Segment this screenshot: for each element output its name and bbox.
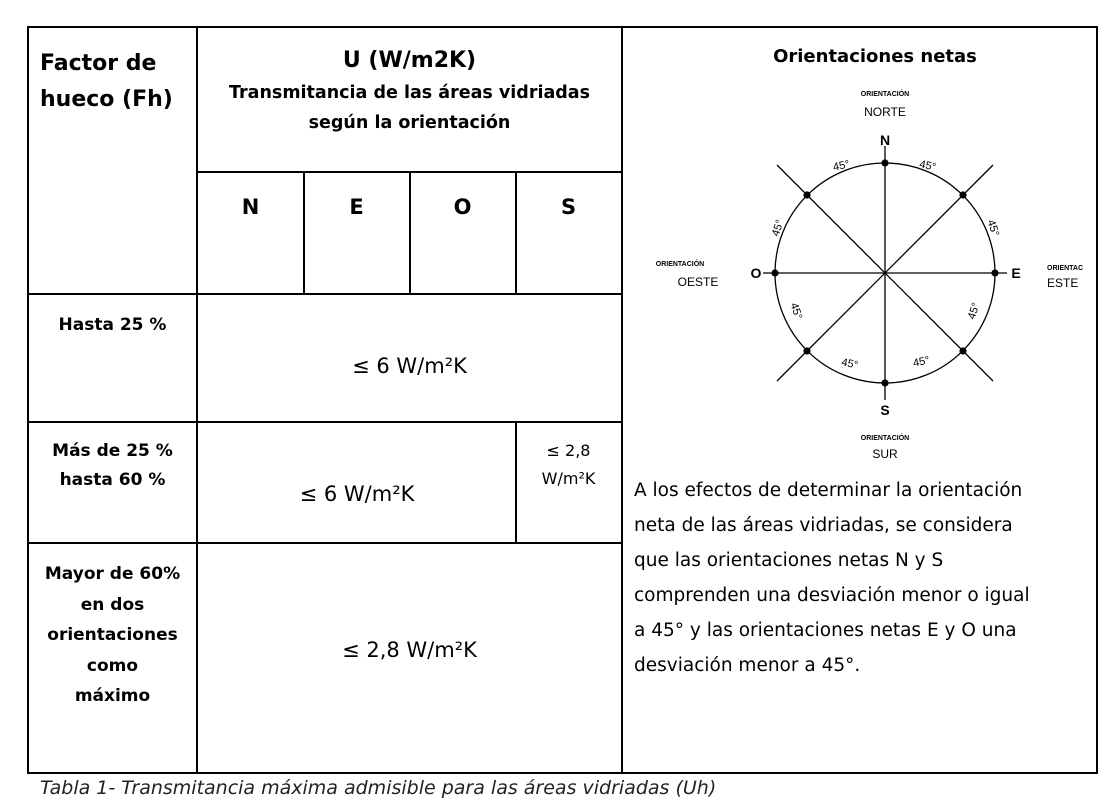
label-south-small: ORIENTACIÓN [861, 433, 909, 442]
description-line: desviación menor a 45°. [634, 655, 861, 676]
row3-label-line2: en dos [80, 594, 145, 615]
angle-label: 45° [966, 301, 983, 321]
row2-value-s: ≤ 2,8 W/m²K [516, 437, 621, 493]
label-east: ESTE [1047, 276, 1078, 290]
marker-dot [959, 191, 967, 199]
letter-n: N [880, 132, 890, 148]
factor-header: Factor de hueco (Fh) [40, 46, 173, 118]
compass-diagram: N S O E ORIENTACIÓN NORTE ORIENTACIÓN SU… [656, 89, 1083, 461]
u-subtitle-line1: Transmitancia de las áreas vidriadas [228, 83, 591, 103]
grid-line-col2 [621, 26, 623, 774]
label-west: OESTE [678, 275, 719, 289]
label-south: SUR [872, 447, 898, 461]
row3-value: ≤ 2,8 W/m²K [342, 638, 477, 662]
orientation-header-s: S [560, 195, 577, 219]
marker-dot [991, 269, 999, 277]
row2-label-line2: hasta 60 % [59, 470, 166, 490]
angle-label: 45° [985, 218, 1002, 238]
row3-label: Mayor de 60% en dos orientaciones como m… [29, 559, 196, 712]
letter-o: O [751, 265, 762, 281]
row2-label-line1: Más de 25 % [52, 441, 173, 461]
table-caption: Tabla 1- Transmitancia máxima admisible … [40, 777, 717, 799]
marker-dot [803, 347, 811, 355]
table-frame [27, 26, 1098, 774]
label-west-small: ORIENTACIÓN [656, 259, 704, 268]
grid-line-o-s [515, 172, 517, 294]
angle-label: 45° [832, 158, 851, 173]
label-north: NORTE [864, 105, 906, 119]
grid-line-e-o [409, 172, 411, 294]
grid-line-n-e [303, 172, 305, 294]
marker-dot [803, 191, 811, 199]
angle-label: 45° [912, 354, 931, 369]
row3-label-line5: máximo [74, 686, 151, 706]
factor-header-line1: Factor de [40, 51, 157, 76]
u-subtitle-line2: según la orientación [308, 113, 511, 133]
orientation-header-e: E [349, 195, 364, 219]
u-header: U (W/m2K) Transmitancia de las áreas vid… [198, 44, 621, 138]
marker-dot [881, 379, 889, 387]
diagonal-ne-sw [776, 164, 994, 382]
grid-line-s-col-row2 [515, 422, 517, 543]
grid-line-col1 [196, 26, 198, 774]
marker-dot [771, 269, 779, 277]
description-line: que las orientaciones netas N y S [634, 550, 944, 571]
angle-label: 45° [840, 356, 859, 371]
row2-value-s-line2: W/m²K [541, 469, 596, 488]
row1-label: Hasta 25 % [58, 315, 167, 335]
factor-header-line2: hueco (Fh) [40, 87, 173, 112]
row2-value: ≤ 6 W/m²K [299, 482, 415, 506]
description-paragraph: A los efectos de determinar la orientaci… [634, 473, 1084, 683]
row1-value: ≤ 6 W/m²K [352, 354, 467, 378]
orientation-header-o: O [453, 195, 472, 219]
description-line: a 45° y las orientaciones netas E y O un… [634, 620, 1017, 641]
grid-line-row1 [27, 293, 622, 295]
description-line: neta de las áreas vidriadas, se consider… [634, 515, 1013, 536]
row2-value-s-line1: ≤ 2,8 [546, 441, 591, 460]
angle-label: 45° [918, 158, 937, 173]
label-east-small: ORIENTAC [1047, 265, 1083, 272]
letter-e: E [1011, 265, 1020, 281]
angle-label: 45° [770, 218, 787, 238]
letter-s: S [880, 402, 889, 418]
orientation-header-n: N [241, 195, 260, 219]
label-north-small: ORIENTACIÓN [861, 89, 909, 98]
row3-label-line3: orientaciones [47, 625, 178, 645]
grid-line-row3 [27, 542, 622, 544]
grid-line-row2 [27, 421, 622, 423]
compass-title: Orientaciones netas [773, 46, 977, 67]
row3-label-line1: Mayor de 60% [44, 564, 181, 584]
row2-label: Más de 25 % hasta 60 % [29, 437, 196, 495]
row3-label-line4: como [86, 655, 139, 676]
description-line: A los efectos de determinar la orientaci… [634, 480, 1023, 501]
marker-dot [881, 159, 889, 167]
u-title: U (W/m2K) [342, 48, 477, 73]
description-line: comprenden una desviación menor o igual [634, 585, 1030, 606]
marker-dot [959, 347, 967, 355]
angle-label: 45° [788, 301, 805, 321]
